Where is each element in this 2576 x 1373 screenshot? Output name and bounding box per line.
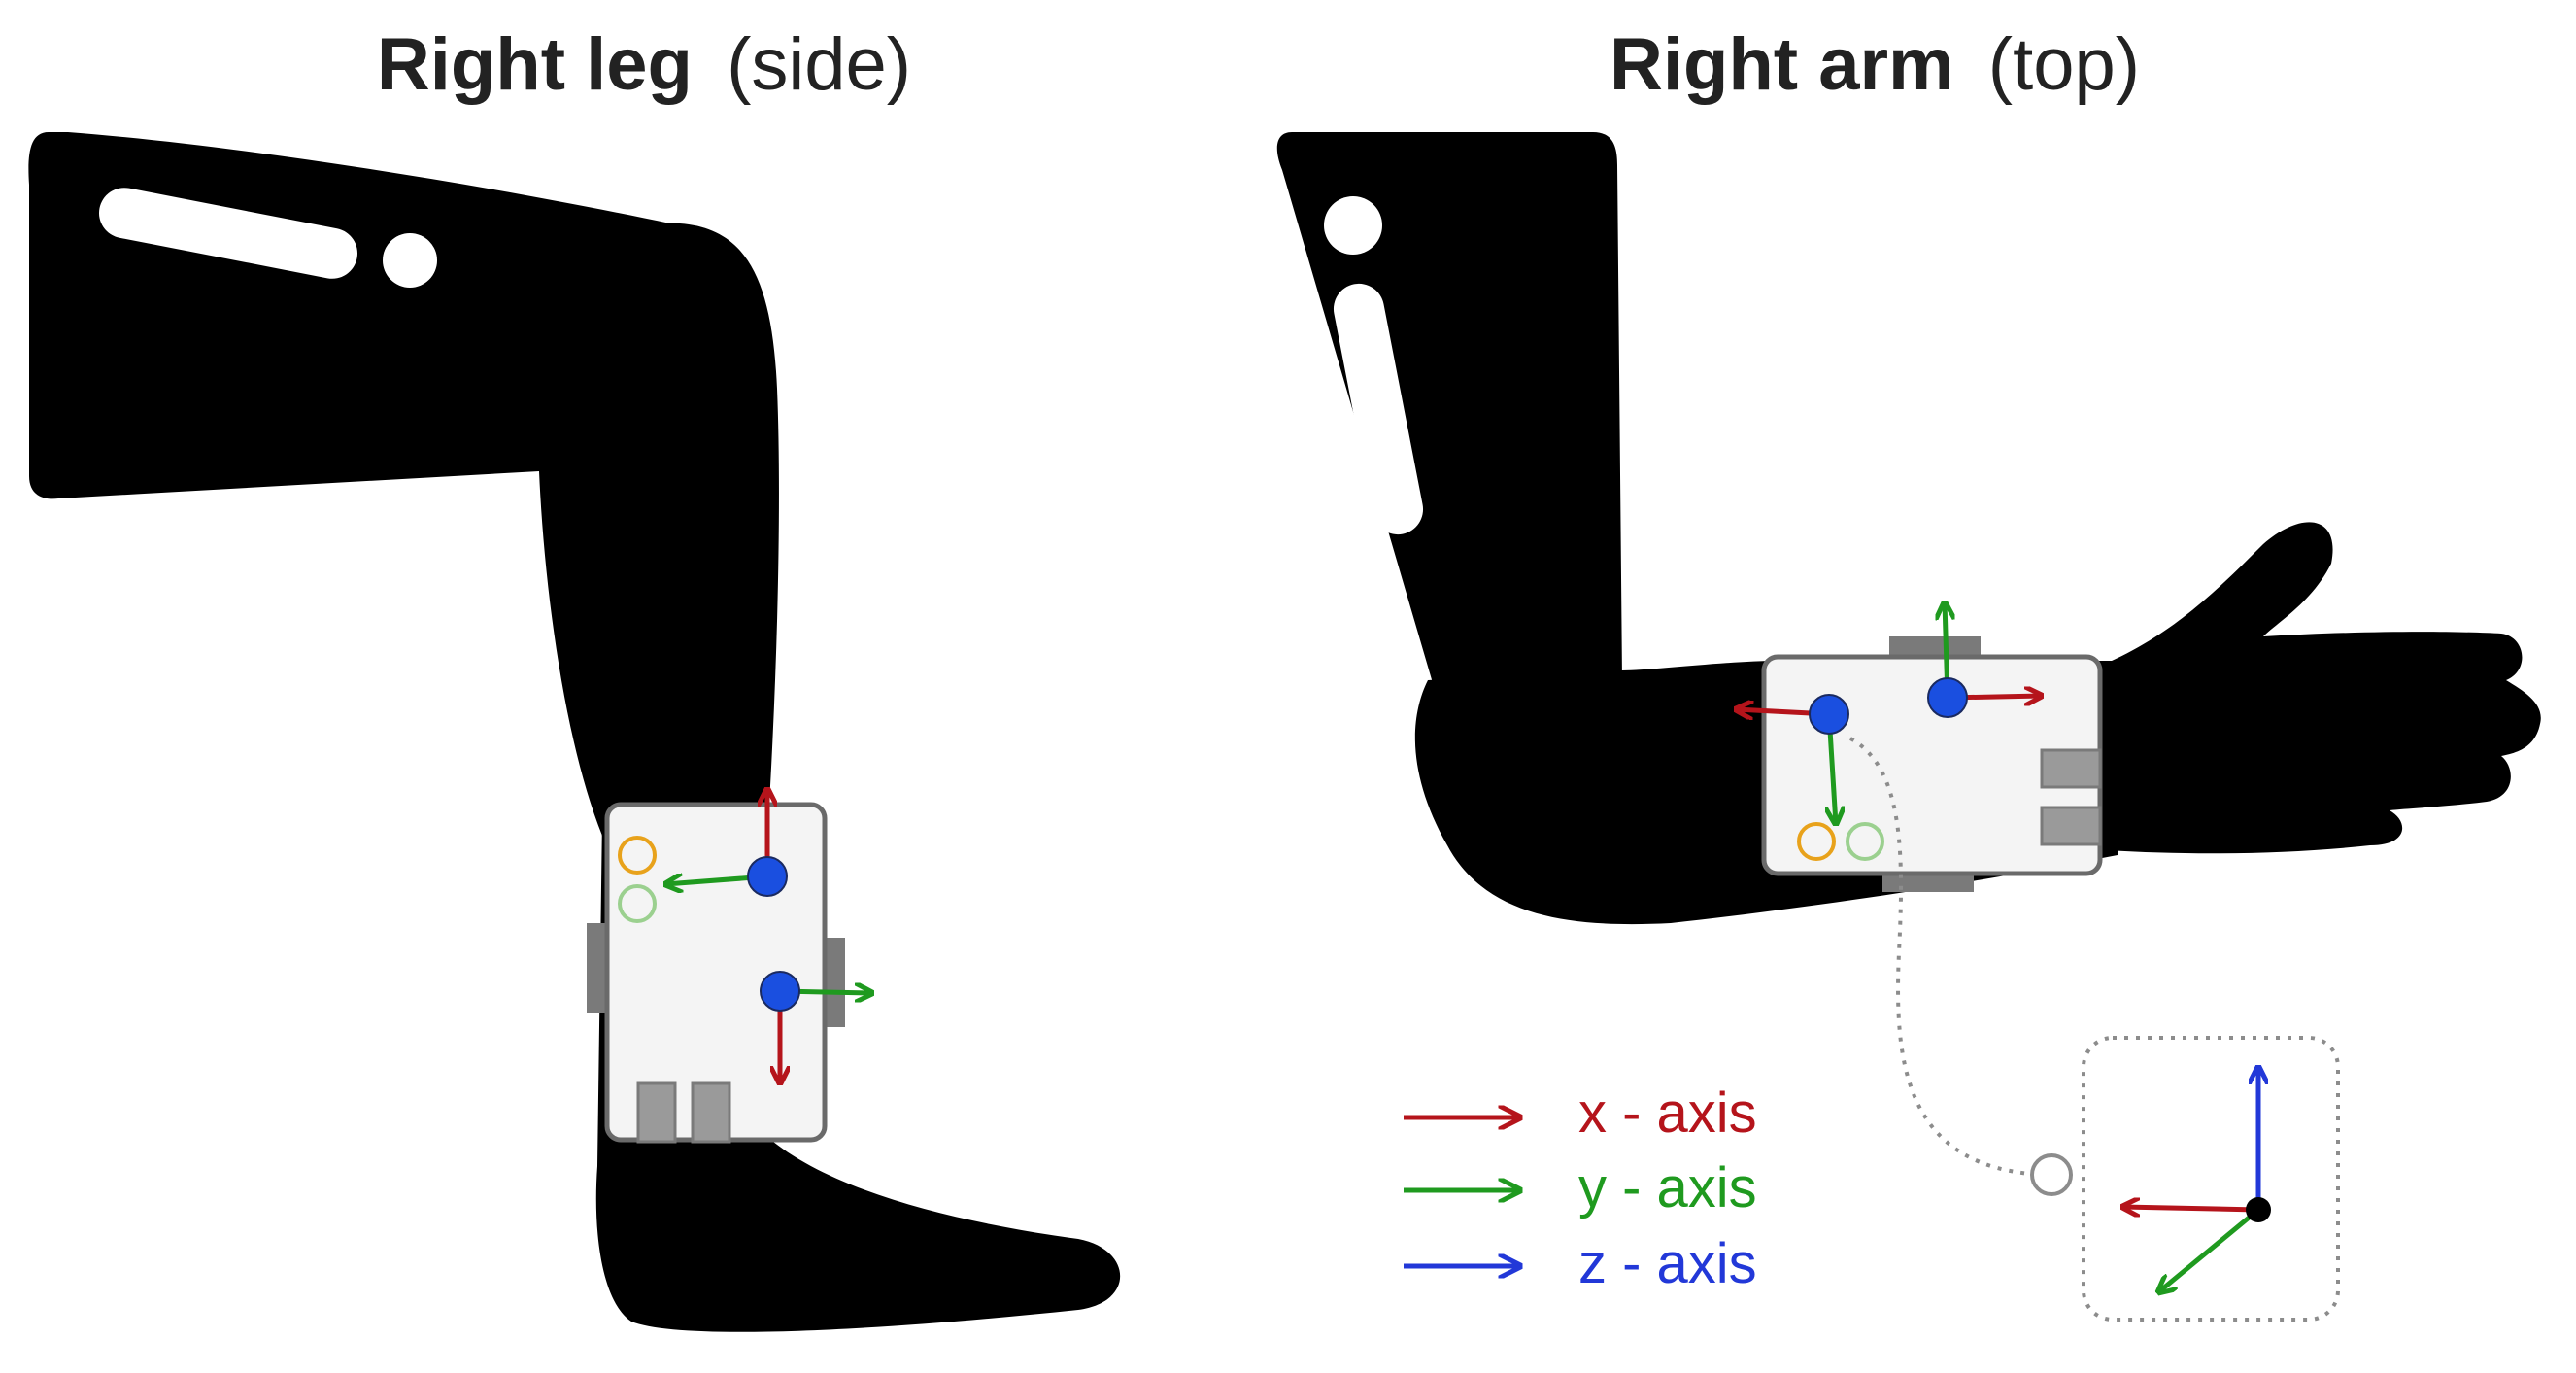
legend-x-label: x - axis	[1578, 1081, 1757, 1145]
detail-y-arrow	[2158, 1208, 2260, 1292]
leg-led-orange	[618, 836, 657, 875]
leg-highlight-bar	[99, 188, 357, 279]
leg-silhouette	[28, 132, 1121, 1332]
arm-device-connector-1	[2040, 748, 2102, 789]
arm-device-connector-2	[2040, 806, 2102, 846]
detail-leader-line	[1849, 737, 2031, 1176]
leg-sensor2-dot	[760, 971, 800, 1012]
leg-device-connector-2	[691, 1081, 731, 1144]
arm-highlight-bar	[1333, 283, 1424, 535]
detail-leader-anchor	[2030, 1153, 2073, 1196]
leg-device-side-clip-right	[826, 938, 845, 1027]
leg-led-green	[618, 884, 657, 923]
legend-z-label: z - axis	[1578, 1232, 1757, 1295]
detail-x-arrow	[2122, 1207, 2259, 1210]
arm-led-orange	[1797, 822, 1836, 861]
leg-sensor-device	[587, 789, 872, 1144]
detail-origin-dot	[2246, 1197, 2271, 1222]
arm-highlight-dot	[1324, 196, 1382, 255]
arm-sensor2-dot	[1927, 677, 1968, 718]
arm-sensor1-dot	[1809, 694, 1849, 735]
leg-highlight-dot	[383, 233, 437, 288]
leg-device-connector-1	[636, 1081, 677, 1144]
arm-panel-title: Right arm (top)	[1610, 23, 2140, 106]
arm-title-light: (top)	[1988, 23, 2140, 106]
arm-title-bold: Right arm	[1610, 23, 1954, 106]
arm-sensor-device	[1736, 602, 2103, 892]
leg-title-light: (side)	[727, 23, 911, 106]
leg-panel-title: Right leg (side)	[377, 23, 911, 106]
arm-device-top-clip	[1889, 636, 1981, 656]
arm-led-green	[1846, 822, 1884, 861]
arm-device-bottom-clip	[1882, 873, 1974, 892]
legend-y-label: y - axis	[1578, 1156, 1757, 1219]
axis-detail-box	[2082, 1036, 2340, 1322]
leg-title-bold: Right leg	[377, 23, 693, 106]
leg-device-side-clip-left	[587, 923, 606, 1013]
axis-legend: x - axis y - axis z - axis	[1404, 1081, 1757, 1295]
leg-sensor1-dot	[747, 856, 788, 897]
